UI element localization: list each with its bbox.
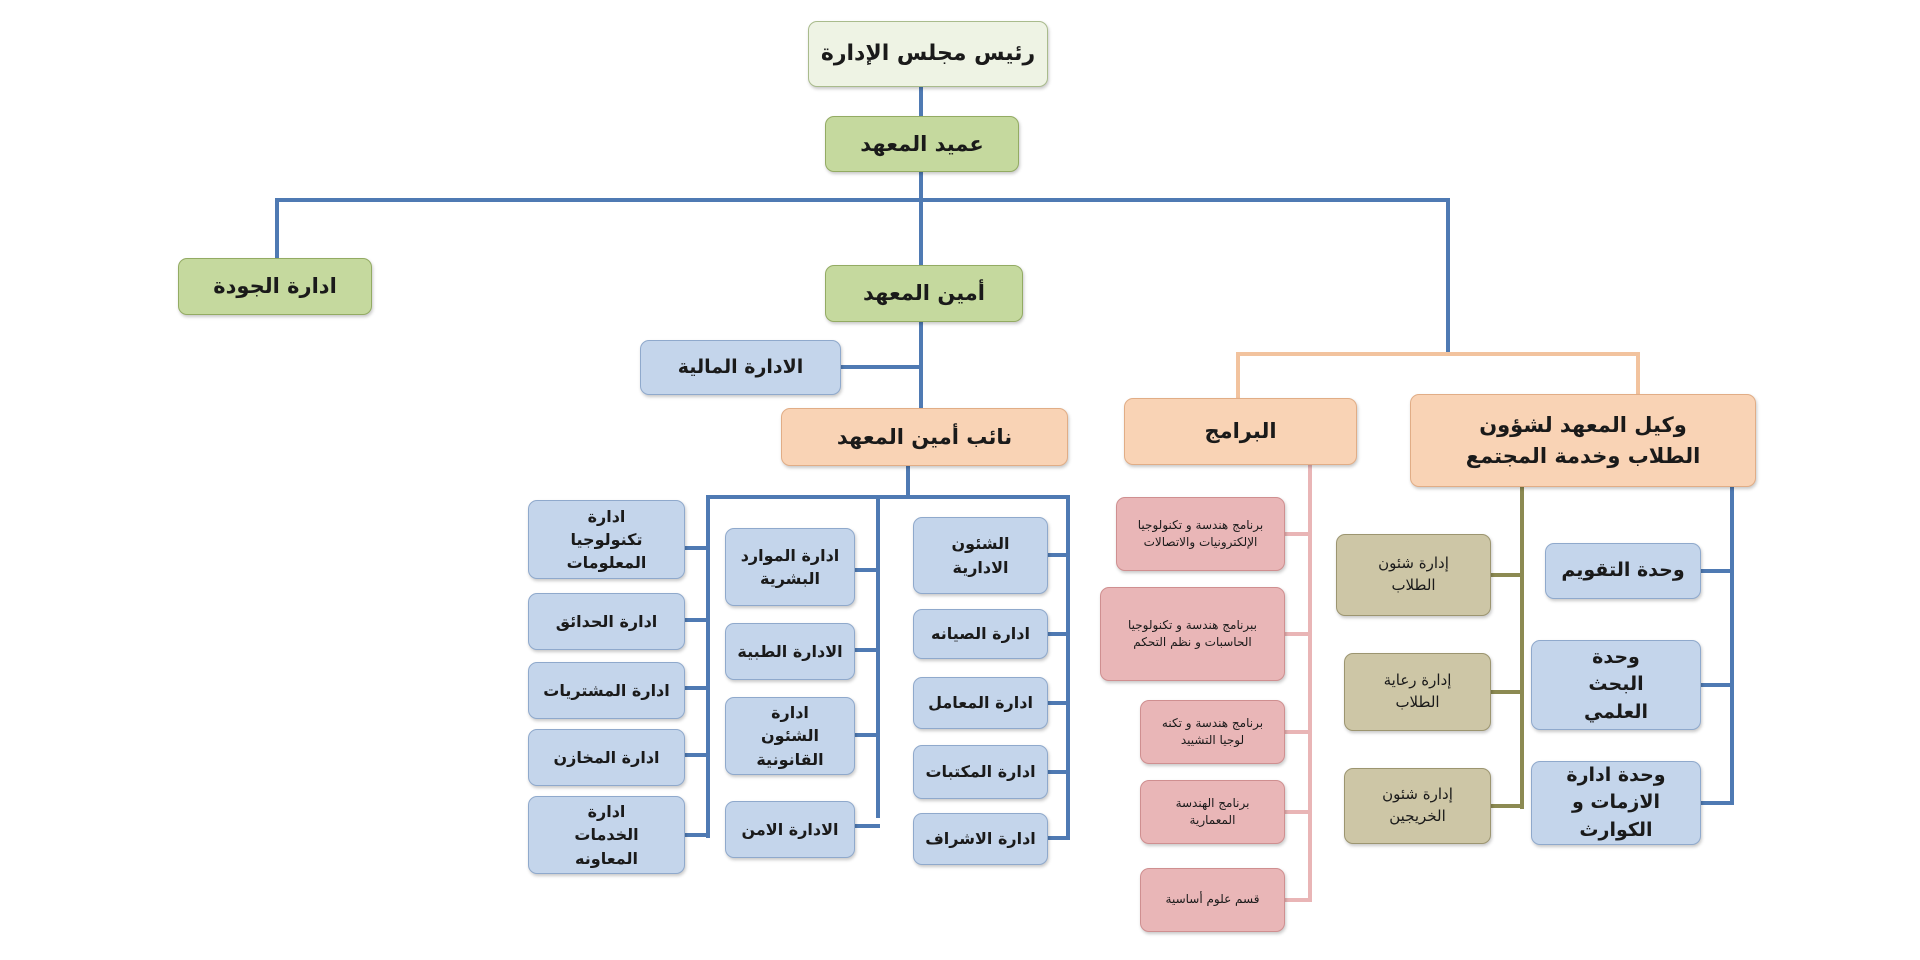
node-prog-arch: برنامج الهندسة المعمارية: [1140, 780, 1285, 844]
node-admin-affairs: الشئون الادارية: [913, 517, 1048, 594]
node-basic-sciences: قسم علوم أساسية: [1140, 868, 1285, 932]
node-prog-3: برنامج هندسة و تكنه لوجيا التشييد: [1140, 700, 1285, 764]
node-board-chairman: رئيس مجلس الإدارة: [808, 21, 1048, 87]
node-programs: البرامج: [1124, 398, 1357, 465]
connector-student-services: [1489, 485, 1524, 809]
node-libraries: ادارة المكتبات: [913, 745, 1048, 799]
connector-peach-split: [1236, 352, 1640, 400]
node-security: الادارة الامن: [725, 801, 855, 858]
node-dean: عميد المعهد: [825, 116, 1019, 172]
node-stores: ادارة المخازن: [528, 729, 685, 786]
connector-trunk: [275, 86, 1450, 409]
node-vice-dean: وكيل المعهد لشؤون الطلاب وخدمة المجتمع: [1410, 394, 1756, 487]
node-hr: ادارة الموارد البشرية: [725, 528, 855, 606]
node-maintenance: ادارة الصيانه: [913, 609, 1048, 659]
connector-deputy-children: [683, 464, 1070, 840]
node-labs: ادارة المعامل: [913, 677, 1048, 729]
node-aux-services: ادارة الخدمات المعاونه: [528, 796, 685, 874]
node-legal: ادارة الشئون القانونية: [725, 697, 855, 775]
node-medical: الادارة الطبية: [725, 623, 855, 680]
node-finance: الادارة المالية: [640, 340, 841, 395]
node-evaluation-unit: وحدة التقويم: [1545, 543, 1701, 599]
node-graduates: إدارة شئون الخريجين: [1344, 768, 1491, 844]
node-gardens: ادارة الحدائق: [528, 593, 685, 650]
node-deputy-secretary: نائب أمين المعهد: [781, 408, 1068, 466]
node-student-care: إدارة رعاية الطلاب: [1344, 653, 1491, 731]
node-procurement: ادارة المشتريات: [528, 662, 685, 719]
node-secretary: أمين المعهد: [825, 265, 1023, 322]
node-prog-computers: ببرنامج هندسة و تكنولوجيا الحاسبات و نظم…: [1100, 587, 1285, 681]
node-crisis-unit: وحدة ادارة الازمات و الكوارث: [1531, 761, 1701, 845]
node-supervision: ادارة الاشراف: [913, 813, 1048, 865]
connector-units: [1699, 485, 1734, 805]
node-it-admin: ادارة تكنولوجيا المعلومات: [528, 500, 685, 579]
node-student-affairs: إدارة شئون الطلاب: [1336, 534, 1491, 616]
node-prog-electronics: برنامج هندسة و تكنولوجيا الإلكترونيات وا…: [1116, 497, 1285, 571]
connector-programs: [1283, 464, 1312, 902]
node-quality: ادارة الجودة: [178, 258, 372, 315]
node-research-unit: وحدة البحث العلمي: [1531, 640, 1701, 730]
